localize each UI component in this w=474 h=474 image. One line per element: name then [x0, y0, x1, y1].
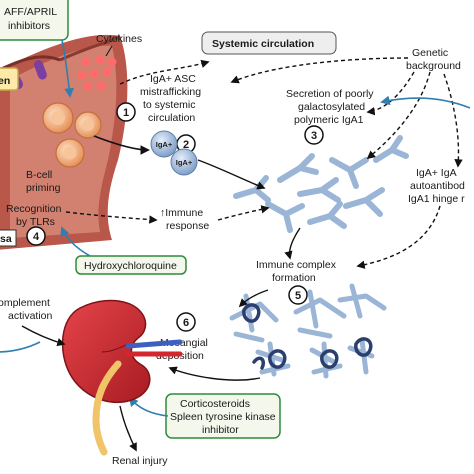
svg-text:1: 1	[123, 107, 129, 119]
hydroxychloroquine-label: Hydroxychloroquine	[84, 260, 177, 272]
autoantibody-2: autoantibod	[410, 180, 465, 192]
recognition-label-1: Recognition	[6, 203, 62, 215]
b-cells	[42, 102, 102, 168]
corticosteroids-box: Corticosteroids Spleen tyrosine kinase i…	[165, 393, 281, 439]
hydroxychloroquine-box: Hydroxychloroquine	[75, 255, 187, 275]
en-fragment-label: en	[0, 75, 10, 87]
step-circle-4: 4	[26, 226, 46, 246]
iga-cells: IgA+ IgA+	[150, 130, 198, 176]
complement-2: activation	[8, 310, 53, 322]
cytokines-pointer	[105, 45, 113, 57]
mucosa-label-box	[0, 229, 17, 247]
step-circle-3: 3	[304, 125, 324, 145]
systemic-circulation-box: Systemic circulation	[201, 31, 337, 55]
aff-april-label-2: inhibitors	[8, 20, 50, 32]
immune-response-2: response	[166, 220, 209, 232]
genetic-label-2: background	[406, 60, 461, 72]
svg-text:4: 4	[33, 231, 40, 243]
aff-april-label-1: AFF/APRIL	[4, 6, 57, 18]
autoantibody-1: IgA+ IgA	[416, 167, 457, 179]
svg-text:3: 3	[311, 130, 317, 142]
svg-text:IgA+: IgA+	[156, 140, 173, 149]
svg-text:6: 6	[183, 317, 189, 329]
renal-injury-label: Renal injury	[112, 455, 168, 467]
step-circle-1: 1	[116, 102, 136, 122]
systemic-circulation-label: Systemic circulation	[212, 38, 314, 50]
bcell-priming-1: B-cell	[26, 169, 52, 181]
bcell-priming-2: priming	[26, 182, 61, 194]
recognition-label-2: by TLRs	[16, 216, 55, 228]
svg-text:5: 5	[295, 290, 301, 302]
bcell-to-iga-arrow	[93, 135, 150, 155]
cytokines-label: Cytokines	[96, 33, 142, 45]
iga-asc-2: mistrafficking	[140, 86, 201, 98]
immune-complex-1: Immune complex	[256, 259, 337, 271]
svg-text:IgA+: IgA+	[176, 158, 193, 167]
cortico-1: Corticosteroids	[180, 398, 250, 410]
secretion-2: galactosylated	[298, 101, 365, 113]
secretion-1: Secretion of poorly	[286, 88, 374, 100]
polymeric-iga1	[233, 135, 409, 233]
complement-1: omplement	[0, 297, 50, 309]
immune-response-1: ↑Immune	[160, 207, 203, 219]
aff-april-inhibit-arrow	[61, 39, 74, 98]
sa-fragment-label: sa	[0, 233, 12, 245]
genetic-label-1: Genetic	[412, 47, 448, 59]
iga-asc-4: circulation	[148, 112, 195, 124]
cortico-2: Spleen tyrosine kinase	[170, 411, 276, 423]
immune-complex-2: formation	[272, 272, 316, 284]
immune-complex-binders	[242, 303, 373, 370]
autoantibody-3: IgA1 hinge r	[408, 193, 465, 205]
aff-april-box: AFF/APRIL inhibitors	[0, 0, 69, 41]
kidney	[61, 299, 183, 456]
step-circle-5: 5	[288, 285, 308, 305]
secretion-3: polymeric IgA1	[294, 114, 364, 126]
iga-asc-1: IgA+ ASC	[150, 73, 196, 85]
cortico-3: inhibitor	[202, 424, 239, 436]
cortico-inhibit-arrow	[128, 396, 169, 417]
svg-text:2: 2	[183, 139, 189, 151]
mesangial-1: Mesangial	[160, 337, 208, 349]
cytokine-beads	[77, 55, 117, 91]
iga-asc-3: to systemic	[143, 99, 196, 111]
flow-arrows	[0, 57, 471, 452]
hcq-inhibit-arrow	[60, 226, 91, 257]
step-circle-6: 6	[176, 312, 196, 332]
